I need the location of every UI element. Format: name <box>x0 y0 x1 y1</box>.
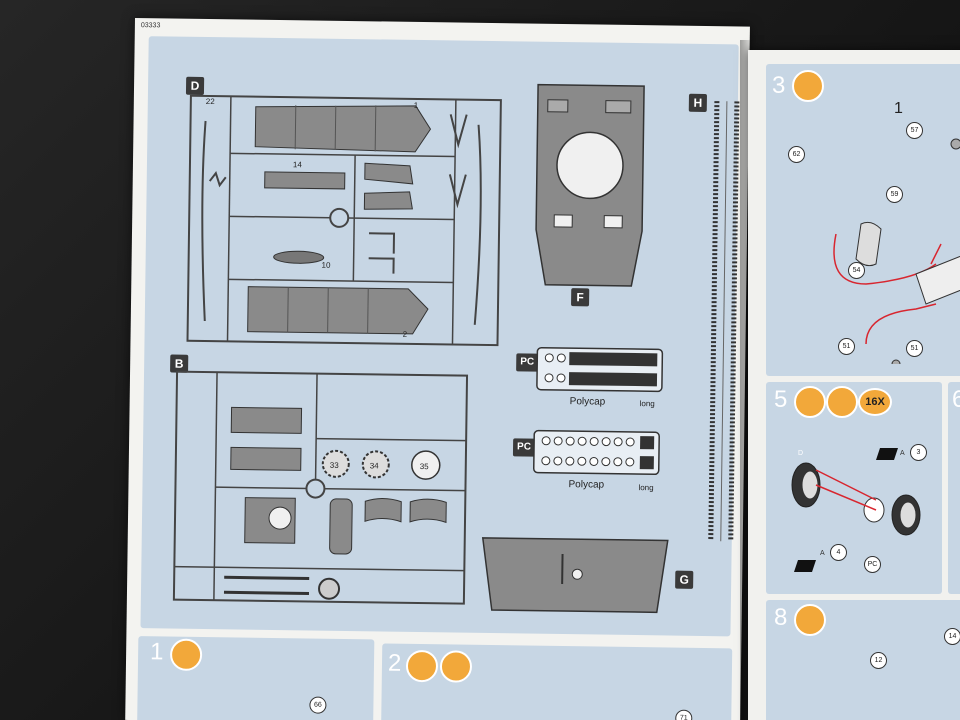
polycap-sprue-1 <box>536 346 664 393</box>
step-3-ref-62: 62 <box>788 146 805 163</box>
polycap-caption-1: Polycap <box>569 396 606 408</box>
step-3-panel <box>766 64 960 376</box>
sprue-badge-h: H <box>688 93 707 112</box>
part-b-35: 35 <box>419 462 429 472</box>
sprue-g-drawing <box>481 537 669 614</box>
part-d-10: 10 <box>321 260 331 270</box>
step-5-ref-pc: PC <box>864 556 881 573</box>
glue-icon <box>826 386 858 418</box>
step-3-ref-51a: 51 <box>838 338 855 355</box>
step-5-label-d: D <box>798 450 804 457</box>
step-1-number: 1 <box>149 638 164 666</box>
paint-brush-icon <box>794 604 826 636</box>
sprue-d-drawing <box>186 94 502 347</box>
step-3-number: 3 <box>772 72 786 99</box>
sprue-f-hull-drawing <box>535 83 645 287</box>
part-b-33: 33 <box>329 460 339 470</box>
step-2-number: 2 <box>387 649 402 677</box>
step-5-number: 5 <box>774 386 788 413</box>
step-5-ref-4: 4 <box>830 544 847 561</box>
step-3-ref-51b: 51 <box>906 340 923 357</box>
sprue-badge-f: F <box>571 288 590 307</box>
polycap-note-1: long <box>639 399 655 409</box>
step-6-panel <box>948 382 960 594</box>
page-code: 03333 <box>140 22 161 30</box>
paint-brush-icon <box>792 70 824 102</box>
step-3-ref-57: 57 <box>906 122 923 139</box>
step-3-assembly-drawing <box>833 138 960 364</box>
part-d-22: 22 <box>205 96 215 107</box>
step-5-label-a: A <box>900 450 905 457</box>
step-8-ref-14: 14 <box>944 628 960 645</box>
step-5-label-a2: A <box>820 550 825 557</box>
step-5-multiplier: 16X <box>858 388 892 416</box>
polycap-caption-2: Polycap <box>568 479 605 491</box>
polycap-note-2: long <box>638 483 654 493</box>
step-1-ref: 66 <box>309 696 327 714</box>
step-8-number: 8 <box>774 604 788 631</box>
right-page: 3 1 57 62 59 54 51 51 5 16X <box>748 50 960 720</box>
step-3-ref-54: 54 <box>848 262 865 279</box>
sprue-badge-g: G <box>675 570 694 589</box>
part-d-2: 2 <box>402 329 408 339</box>
part-d-1: 1 <box>413 100 419 110</box>
sprue-b-drawing <box>172 370 469 605</box>
step-8-ref-12: 12 <box>870 652 887 669</box>
polycap-sprue-2 <box>532 429 660 476</box>
paint-brush-icon <box>794 386 826 418</box>
step-3-sub-label: 1 <box>894 100 903 117</box>
left-page: 03333 D <box>125 18 750 720</box>
sprue-h-tracks-drawing <box>708 101 740 542</box>
step-6-number: 6 <box>952 386 960 413</box>
step-5-wheel-drawing <box>791 448 921 572</box>
part-b-34: 34 <box>369 461 379 471</box>
step-5-ref-3: 3 <box>910 444 927 461</box>
part-d-14: 14 <box>292 160 302 170</box>
step-3-ref-59: 59 <box>886 186 903 203</box>
